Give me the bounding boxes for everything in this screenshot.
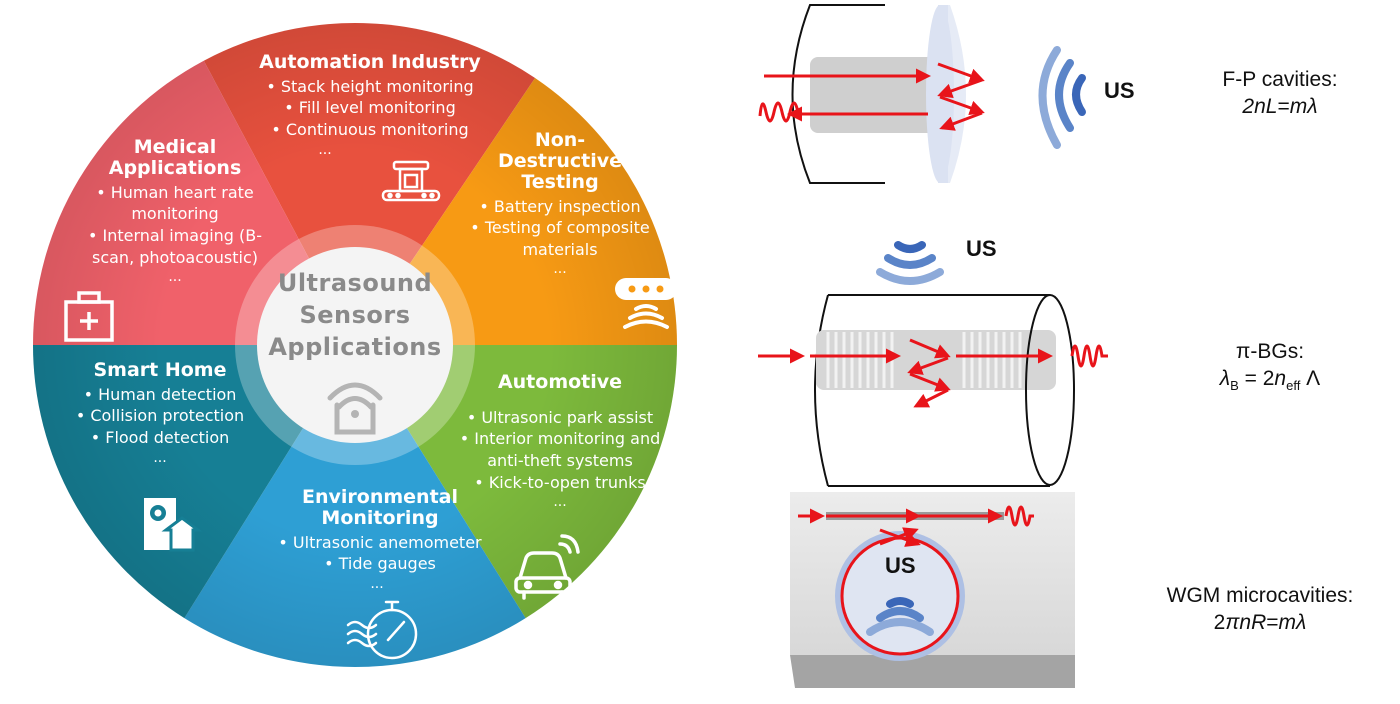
- segment-title: Destructive: [497, 149, 623, 172]
- segment-smarthome: Smart Home • Human detection • Collision…: [60, 360, 260, 466]
- applications-wheel: Automation Industry • Stack height monit…: [33, 22, 677, 667]
- fp-name: F-P cavities:: [1222, 68, 1338, 91]
- ultrasonic-probe-icon: [615, 278, 677, 329]
- wgm-formula: WGM microcavities: 2πnR=mλ: [1135, 582, 1385, 637]
- fp-us-label: US: [1104, 78, 1135, 103]
- segment-title: Automotive: [497, 371, 623, 393]
- segment-more: ...: [553, 494, 567, 511]
- center-title-line: Sensors: [299, 300, 411, 329]
- pibg-diagram: [758, 241, 1108, 487]
- segment-more: ...: [553, 261, 567, 278]
- segment-item: • Fill level monitoring: [284, 98, 456, 118]
- segment-medical: Medical Applications • Human heart rate …: [70, 137, 280, 286]
- segment-item: scan, photoacoustic): [91, 247, 259, 267]
- fp-formula: F-P cavities: 2nL=mλ: [1180, 66, 1380, 121]
- conveyor-machine-icon: [381, 160, 441, 202]
- segment-title: Monitoring: [321, 506, 439, 529]
- segment-ndt: Non- Destructive Testing • Battery inspe…: [460, 130, 660, 278]
- wgm-name: WGM microcavities:: [1166, 584, 1354, 607]
- smart-home-sensor-icon: [144, 498, 203, 552]
- segment-title: Testing: [521, 170, 599, 193]
- wgm-microring: [835, 531, 965, 661]
- pibg-formula: π-BGs: λB = 2neff Λ: [1165, 338, 1375, 395]
- segment-item: • Ultrasonic park assist: [466, 407, 654, 427]
- segment-item: • Kick-to-open trunks: [474, 472, 646, 492]
- segment-environmental: Environmental Monitoring • Ultrasonic an…: [250, 487, 510, 592]
- center-title-line: Applications: [268, 332, 442, 361]
- segment-item: anti-theft systems: [487, 451, 633, 471]
- segment-item: materials: [522, 239, 598, 259]
- fp-fiber-core: [810, 57, 940, 133]
- segment-title: Applications: [108, 156, 242, 179]
- wind-gauge-icon: [346, 600, 418, 660]
- segment-item: • Human detection: [83, 384, 237, 404]
- segment-more: ...: [318, 141, 332, 158]
- fp-ultrasound-waves: [1038, 46, 1086, 149]
- fp-equation: 2nL=mλ: [1242, 95, 1318, 119]
- segment-title: Medical: [133, 136, 217, 158]
- segment-item: • Testing of composite: [470, 218, 650, 238]
- segment-item: • Human heart rate: [96, 182, 254, 202]
- segment-item: • Collision protection: [75, 406, 245, 426]
- center-title-line: Ultrasound: [277, 269, 433, 297]
- segment-automotive: Automotive • Ultrasonic park assist • In…: [445, 372, 675, 511]
- segment-title: Non-: [534, 129, 586, 151]
- center-title: Ultrasound Sensors Applications: [255, 268, 455, 364]
- pibg-equation: λB = 2neff Λ: [1219, 367, 1321, 394]
- segment-item: • Flood detection: [90, 428, 230, 448]
- segment-automation: Automation Industry • Stack height monit…: [240, 52, 500, 158]
- segment-more: ...: [168, 269, 182, 286]
- segment-more: ...: [153, 449, 167, 466]
- medical-kit-icon: [64, 291, 114, 342]
- sensor-graphics: [758, 4, 1108, 688]
- wifi-sensor-icon: [327, 382, 383, 435]
- segment-title: Automation Industry: [259, 51, 481, 73]
- segment-title: Environmental: [302, 486, 458, 508]
- fp-cavity-diagram: [758, 4, 1086, 184]
- wgm-us-label: US: [885, 553, 916, 578]
- wgm-diagram: [790, 492, 1075, 688]
- wgm-ultrasound-waves: [866, 597, 934, 636]
- sensor-diagrams: US US US F-P cavities: 2nL=mλ π-BGs: λB …: [720, 0, 1400, 700]
- segment-item: • Ultrasonic anemometer: [278, 532, 482, 552]
- segment-item: • Continuous monitoring: [271, 120, 469, 140]
- wheel-graphic: [33, 22, 677, 667]
- segment-item: • Internal imaging (B-: [87, 225, 263, 245]
- pibg-ultrasound-waves: [876, 241, 944, 285]
- segment-item: • Interior monitoring and: [459, 429, 661, 449]
- wgm-equation: 2πnR=mλ: [1213, 611, 1307, 635]
- segment-item: • Battery inspection: [479, 196, 641, 216]
- segment-item: • Tide gauges: [324, 554, 436, 574]
- connected-car-icon: [514, 534, 580, 600]
- pibg-us-label: US: [966, 236, 997, 261]
- segment-more: ...: [370, 575, 384, 592]
- pibg-name: π-BGs:: [1235, 340, 1305, 363]
- segment-title: Smart Home: [93, 359, 227, 381]
- segment-item: • Stack height monitoring: [266, 76, 474, 96]
- center-disc: [257, 247, 453, 443]
- fp-fiber-housing: [791, 4, 885, 184]
- wgm-chip-side: [790, 655, 1075, 688]
- segment-item: monitoring: [131, 204, 219, 224]
